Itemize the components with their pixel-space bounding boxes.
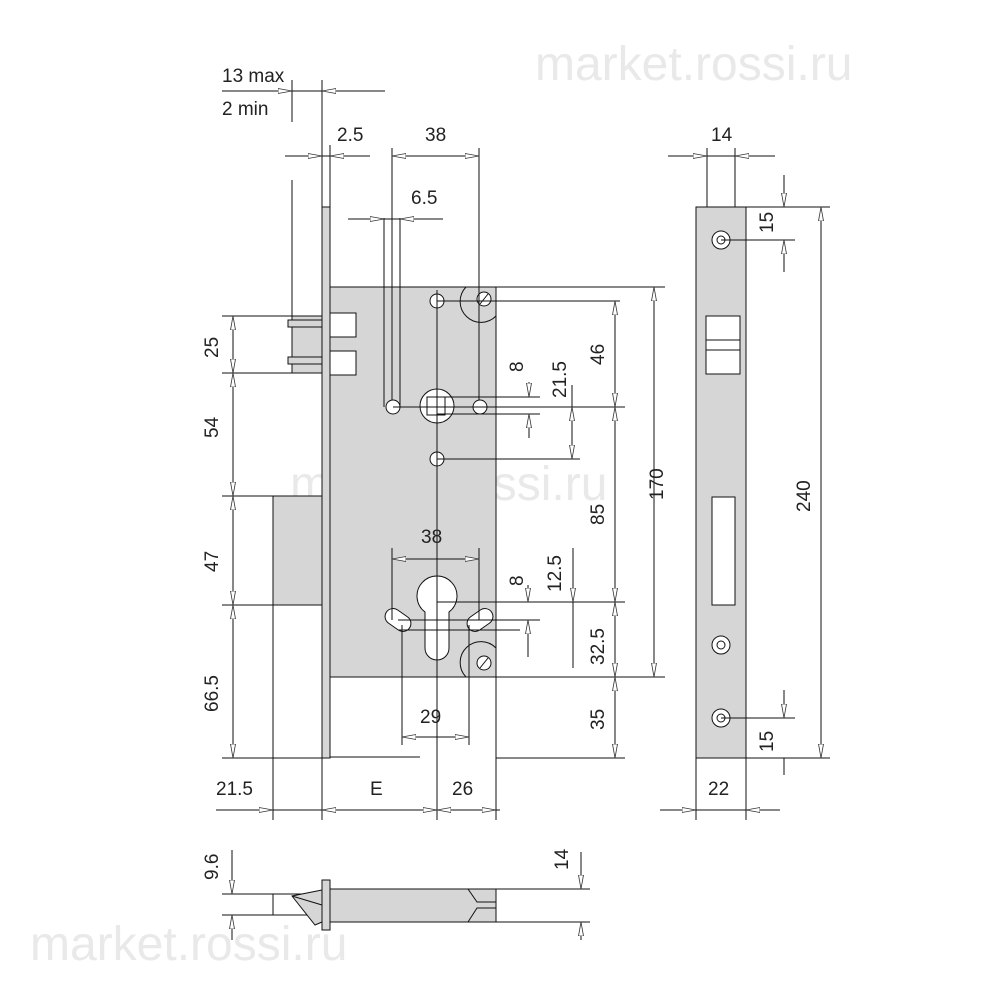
dim-25: 25 (202, 337, 223, 358)
bottom-view: 9.6 14 (202, 848, 590, 940)
case-bottom (329, 888, 497, 923)
dim-85: 85 (588, 504, 609, 525)
dim-9-6: 9.6 (202, 854, 223, 880)
watermark: market.rossi.ru (535, 38, 852, 91)
dim-22: 22 (708, 779, 729, 800)
dim-240: 240 (794, 480, 815, 512)
dim-12-5: 12.5 (545, 555, 566, 592)
screw-hole (711, 708, 731, 728)
dim-54: 54 (202, 416, 223, 438)
dim-2-min: 2 min (222, 99, 268, 120)
deadbolt-opening (711, 496, 736, 606)
dim-8-lower: 8 (507, 575, 528, 586)
screw-icon (459, 641, 497, 678)
dim-15-top: 15 (757, 212, 778, 233)
faceplate-bottom (321, 879, 331, 931)
watermark: market.rossi.ru (30, 918, 347, 971)
dim-47: 47 (202, 551, 223, 572)
screw-icon (459, 286, 497, 323)
dim-13-max: 13 max (222, 66, 285, 87)
dim-170: 170 (647, 468, 668, 500)
dim-26: 26 (452, 779, 473, 800)
front-view (272, 206, 497, 820)
dim-15-bottom: 15 (757, 731, 778, 752)
front-dimensions (216, 80, 665, 820)
dim-21-5-bottom: 21.5 (216, 779, 253, 800)
dim-14-bottom: 14 (552, 848, 573, 870)
dim-66-5: 66.5 (202, 675, 223, 712)
dim-6-5: 6.5 (411, 188, 437, 209)
lock-case (329, 286, 497, 678)
latch-bolt (287, 312, 357, 376)
dim-e-backset: E (370, 779, 383, 800)
dim-32-5: 32.5 (588, 628, 609, 665)
dim-2-5: 2.5 (337, 125, 363, 146)
dim-14-side: 14 (711, 125, 733, 146)
faceplate-side (695, 206, 747, 759)
dim-38-top: 38 (425, 125, 446, 146)
side-view: 14 15 240 15 22 (660, 125, 830, 820)
dim-38-cylinder: 38 (421, 527, 442, 548)
dim-21-5-right: 21.5 (550, 361, 571, 398)
deadbolt (272, 495, 323, 606)
dim-46: 46 (588, 344, 609, 365)
dim-8-upper: 8 (507, 361, 528, 372)
dim-35: 35 (588, 709, 609, 730)
faceplate (321, 206, 331, 759)
dim-29: 29 (420, 707, 441, 728)
screw-hole (711, 635, 731, 655)
latch-opening (705, 315, 741, 375)
front-labels: 13 max 2 min 2.5 38 6.5 25 54 47 66.5 21… (202, 66, 668, 800)
